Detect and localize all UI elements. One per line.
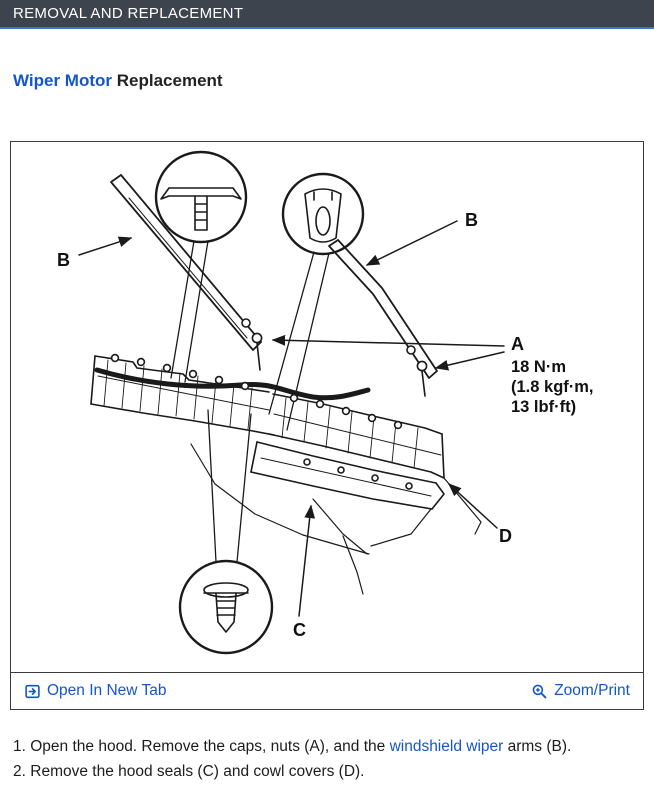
step-2: 2. Remove the hood seals (C) and cowl co… <box>13 759 640 784</box>
section-header-bar: REMOVAL AND REPLACEMENT <box>0 0 654 29</box>
label-b-left: B <box>57 250 70 270</box>
zoom-print-link[interactable]: Zoom/Print <box>531 682 630 700</box>
hood-seal-band <box>94 367 371 401</box>
page-title: Wiper Motor Replacement <box>13 71 654 91</box>
step-1: 1. Open the hood. Remove the caps, nuts … <box>13 734 640 759</box>
cowl-cover-panel <box>250 441 445 510</box>
wiper-arm-left <box>110 174 262 351</box>
zoom-print-label: Zoom/Print <box>554 682 630 699</box>
body-structure-lines <box>190 443 482 595</box>
step-1-number: 1. <box>13 738 26 755</box>
open-in-new-tab-icon <box>25 684 40 698</box>
open-in-new-tab-link[interactable]: Open In New Tab <box>24 682 166 700</box>
wiper-cowl-diagram: B B A 18 N·m (1.8 kgf·m, 13 lbf·ft) D C <box>57 150 594 655</box>
callout-arrows <box>78 220 505 617</box>
leader-lines <box>170 240 330 563</box>
open-in-new-tab-label: Open In New Tab <box>47 682 167 699</box>
section-title: REMOVAL AND REPLACEMENT <box>13 5 244 22</box>
figure-box: B B A 18 N·m (1.8 kgf·m, 13 lbf·ft) D C … <box>10 141 644 710</box>
step-1-text-post: arms (B). <box>503 738 572 755</box>
zoom-icon <box>532 684 547 698</box>
label-c: C <box>293 620 306 640</box>
torque-line-2: (1.8 kgf·m, <box>511 378 594 396</box>
windshield-wiper-link[interactable]: windshield wiper <box>389 738 504 755</box>
label-d: D <box>499 526 512 546</box>
callout-retainer-clip <box>281 172 365 256</box>
torque-line-1: 18 N·m <box>511 358 566 376</box>
instructions: 1. Open the hood. Remove the caps, nuts … <box>13 734 640 784</box>
step-1-text-pre: Open the hood. Remove the caps, nuts (A)… <box>30 738 390 755</box>
torque-line-3: 13 lbf·ft) <box>511 398 576 416</box>
wiper-arm-right <box>328 239 438 379</box>
wiper-motor-title-link[interactable]: Wiper Motor <box>13 71 113 90</box>
step-2-text: Remove the hood seals (C) and cowl cover… <box>30 763 365 780</box>
label-a: A <box>511 334 524 354</box>
cowl-right-panel <box>268 393 445 479</box>
callout-hood-seal-clip <box>178 559 274 655</box>
figure-toolbar: Open In New Tab Zoom/Print <box>11 672 643 709</box>
cowl-left-panel <box>90 355 275 436</box>
bolt-heads <box>110 353 413 490</box>
page-title-rest: Replacement <box>116 71 223 90</box>
pivot-nuts-and-caps <box>241 318 428 397</box>
callout-pivot-cap <box>154 150 248 244</box>
step-2-number: 2. <box>13 763 26 780</box>
label-b-right: B <box>465 210 478 230</box>
